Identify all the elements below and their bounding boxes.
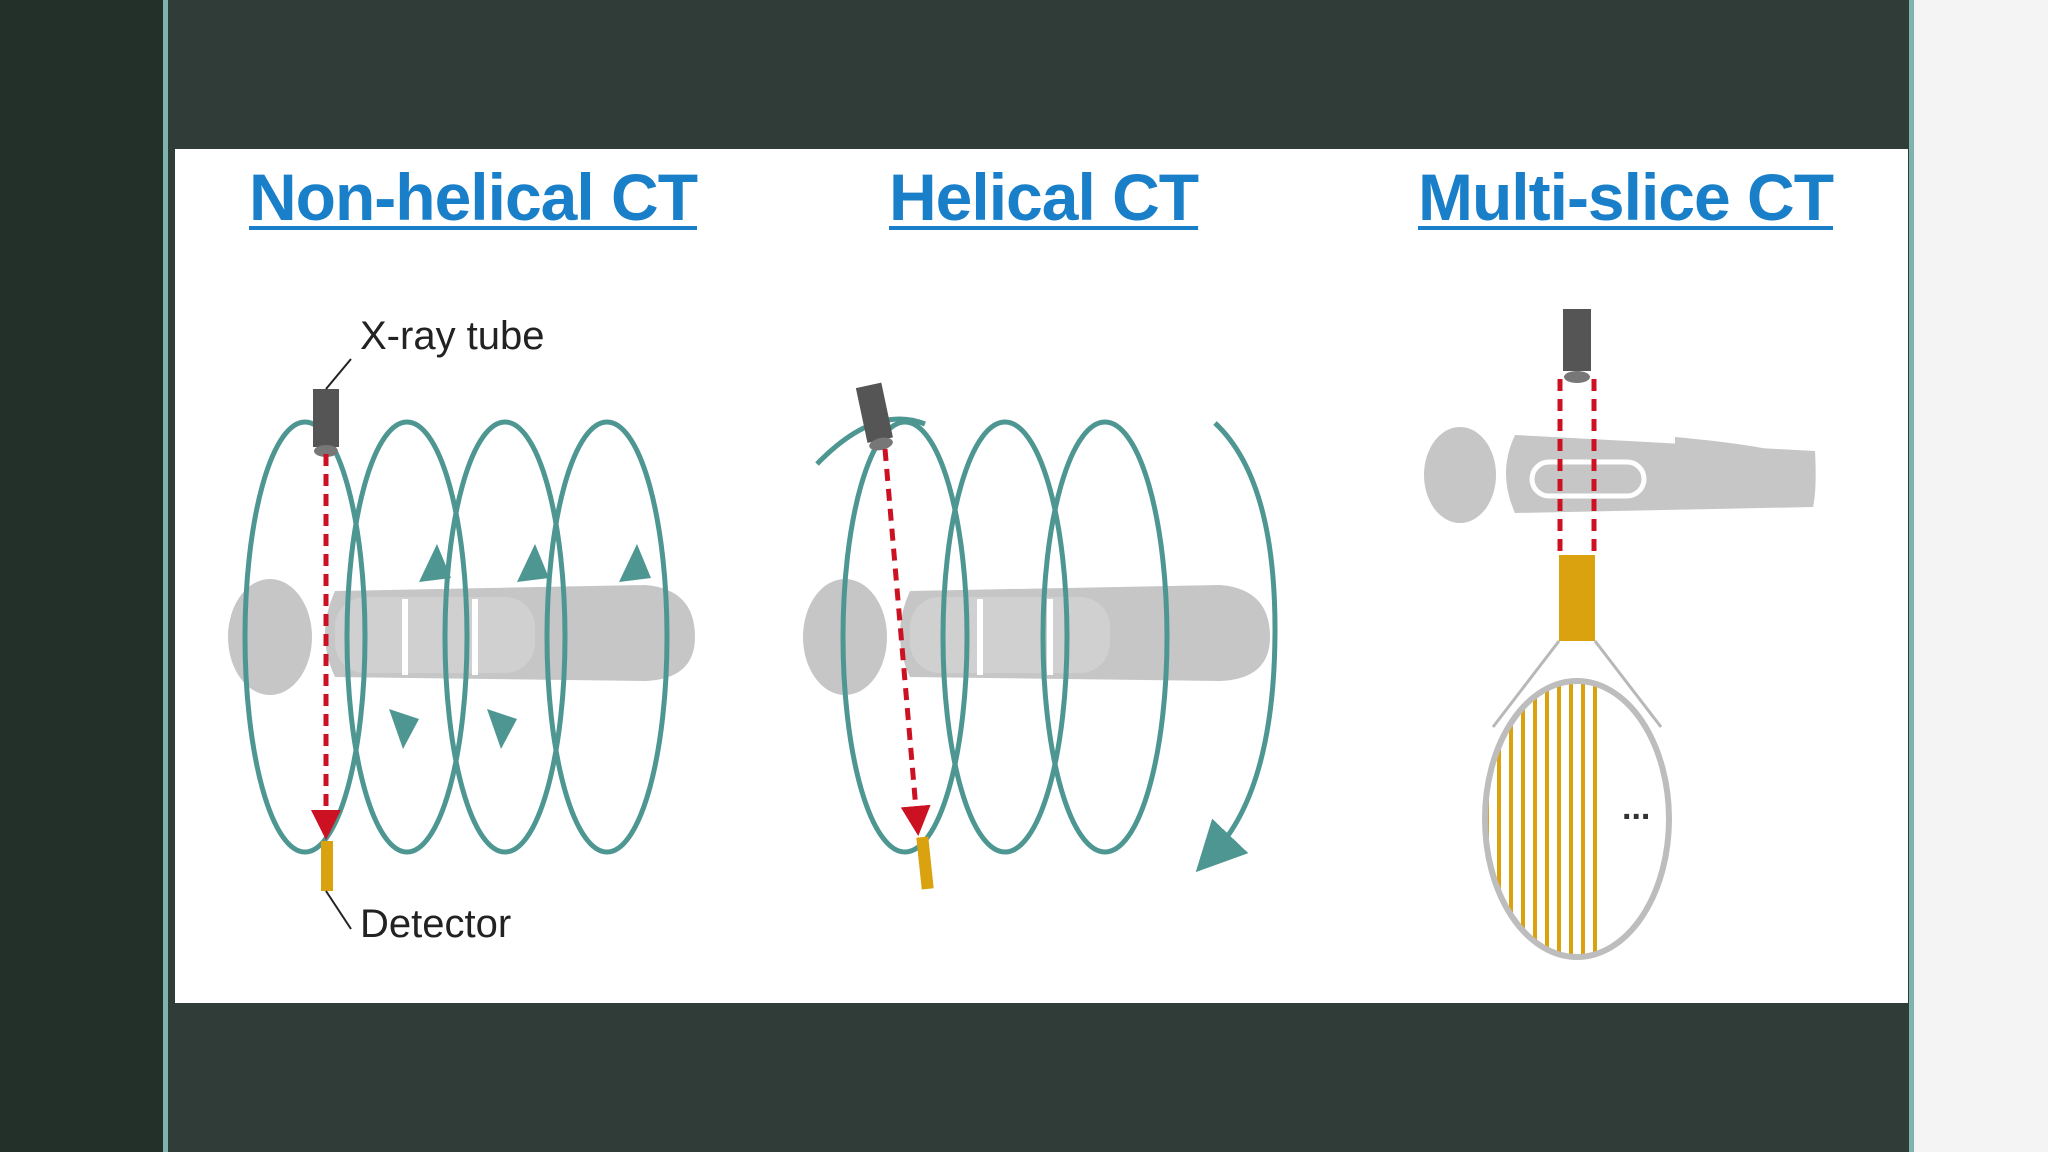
x-ray-beam <box>882 448 931 836</box>
detector-array-icon <box>1482 678 1672 960</box>
title-multi-slice-ct: Multi-slice CT <box>1418 160 1834 234</box>
x-ray-tube-icon <box>313 389 339 447</box>
non-helical-diagram <box>228 358 695 930</box>
detector-icon <box>916 836 934 890</box>
label-ellipsis: ... <box>1622 789 1651 827</box>
patient-body-icon <box>1424 427 1816 523</box>
right-accent-line <box>1909 0 1914 1152</box>
x-ray-tube-icon <box>855 382 893 451</box>
rotation-arrow-icon <box>389 544 651 749</box>
orbit-rings <box>242 419 670 855</box>
helix-path <box>815 416 1278 873</box>
label-x-ray-tube: X-ray tube <box>360 314 545 358</box>
title-non-helical-ct: Non-helical CT <box>249 160 698 234</box>
title-helical-ct: Helical CT <box>889 160 1199 234</box>
detector-icon <box>321 841 333 891</box>
label-detector: Detector <box>360 902 512 946</box>
ct-diagram-art <box>228 309 1816 960</box>
left-accent-line <box>163 0 168 1152</box>
right-margin-band <box>1914 0 2048 1152</box>
multi-slice-diagram <box>1424 309 1816 960</box>
diagram-panel: Non-helical CT Helical CT Multi-slice CT… <box>175 149 1908 1003</box>
left-sidebar-band <box>0 0 163 1152</box>
helical-diagram <box>803 382 1278 890</box>
detector-icon <box>1559 555 1595 641</box>
patient-body-icon <box>803 579 1270 695</box>
patient-body-icon <box>228 579 695 695</box>
x-ray-tube-icon <box>1563 309 1591 371</box>
